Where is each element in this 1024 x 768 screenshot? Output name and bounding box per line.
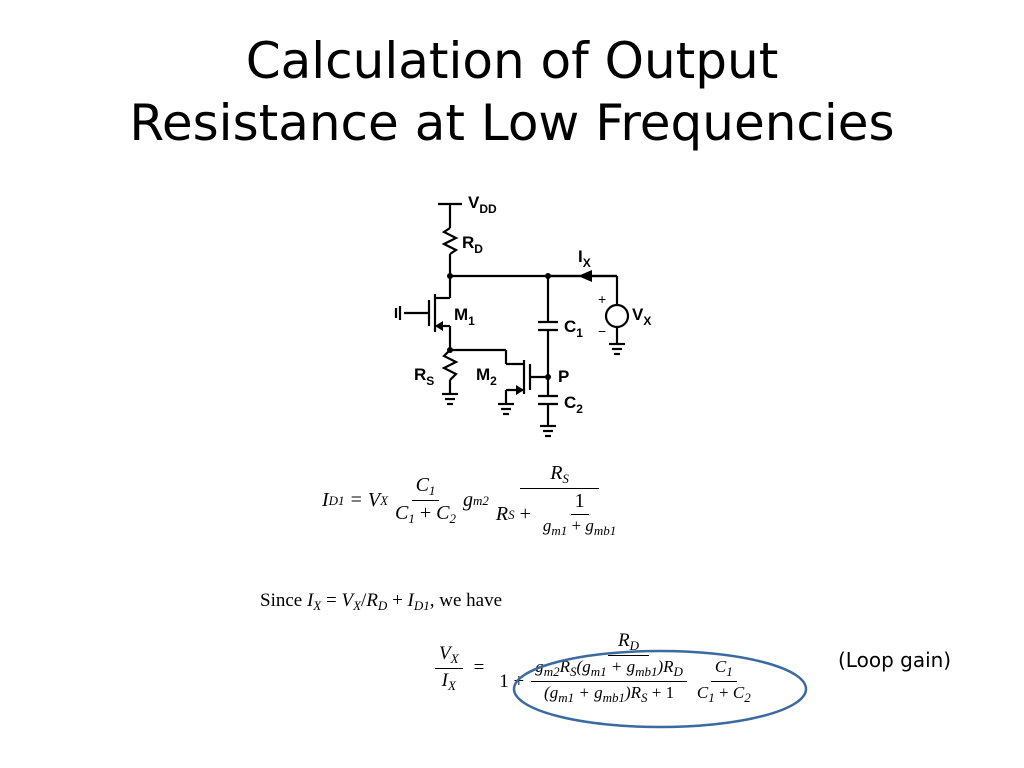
label-c2: C2 xyxy=(564,393,583,416)
m2-source-arrow xyxy=(516,385,524,395)
ix-arrow xyxy=(578,270,592,282)
label-p: P xyxy=(558,367,569,386)
fraction-c1-over-csum: C1 C1 + C2 xyxy=(395,474,456,526)
label-plus: + xyxy=(598,291,606,307)
fraction-rd-over-loop: RD 1 + gm2RS(gm1 + gmb1)RD (gm1 + gmb1)R… xyxy=(495,630,761,706)
fraction-vx-ix: VX IX xyxy=(435,643,463,694)
label-c1: C1 xyxy=(564,317,583,340)
fraction-c1-csum: C1 C1 + C2 xyxy=(696,657,751,705)
circuit-diagram: VDD RD IX + − VX M1 C1 RS M2 P C2 xyxy=(394,193,651,438)
title-line-1: Calculation of Output xyxy=(245,32,779,90)
label-ix: IX xyxy=(578,247,591,270)
label-vx: VX xyxy=(632,305,651,328)
label-m2: M2 xyxy=(476,365,497,388)
loop-gain-note: (Loop gain) xyxy=(838,648,952,672)
title-line-2: Resistance at Low Frequencies xyxy=(129,94,895,152)
label-rd: RD xyxy=(462,233,483,256)
label-m1: M1 xyxy=(454,305,475,328)
node-source xyxy=(447,347,453,353)
rd-resistor xyxy=(441,227,459,255)
slide-title: Calculation of Output Resistance at Low … xyxy=(0,30,1024,154)
node-p xyxy=(545,374,551,380)
label-vdd: VDD xyxy=(468,193,497,216)
rs-resistor xyxy=(441,349,459,381)
node-top-right xyxy=(545,273,551,279)
label-rs: RS xyxy=(414,365,434,388)
equation-vx-over-ix: VX IX = RD 1 + gm2RS(gm1 + gmb1)RD (gm1 … xyxy=(432,630,765,706)
label-minus: − xyxy=(598,323,606,339)
vx-source xyxy=(604,303,630,329)
node-top-left xyxy=(447,273,453,279)
m1-source-arrow xyxy=(435,321,443,331)
fraction-loop-gain: gm2RS(gm1 + gmb1)RD (gm1 + gmb1)RS + 1 xyxy=(531,657,687,706)
fraction-one-over-gm: 1 gm1 + gmb1 xyxy=(542,490,617,538)
equation-since: Since IX = VX/RD + ID1, we have xyxy=(260,590,503,613)
